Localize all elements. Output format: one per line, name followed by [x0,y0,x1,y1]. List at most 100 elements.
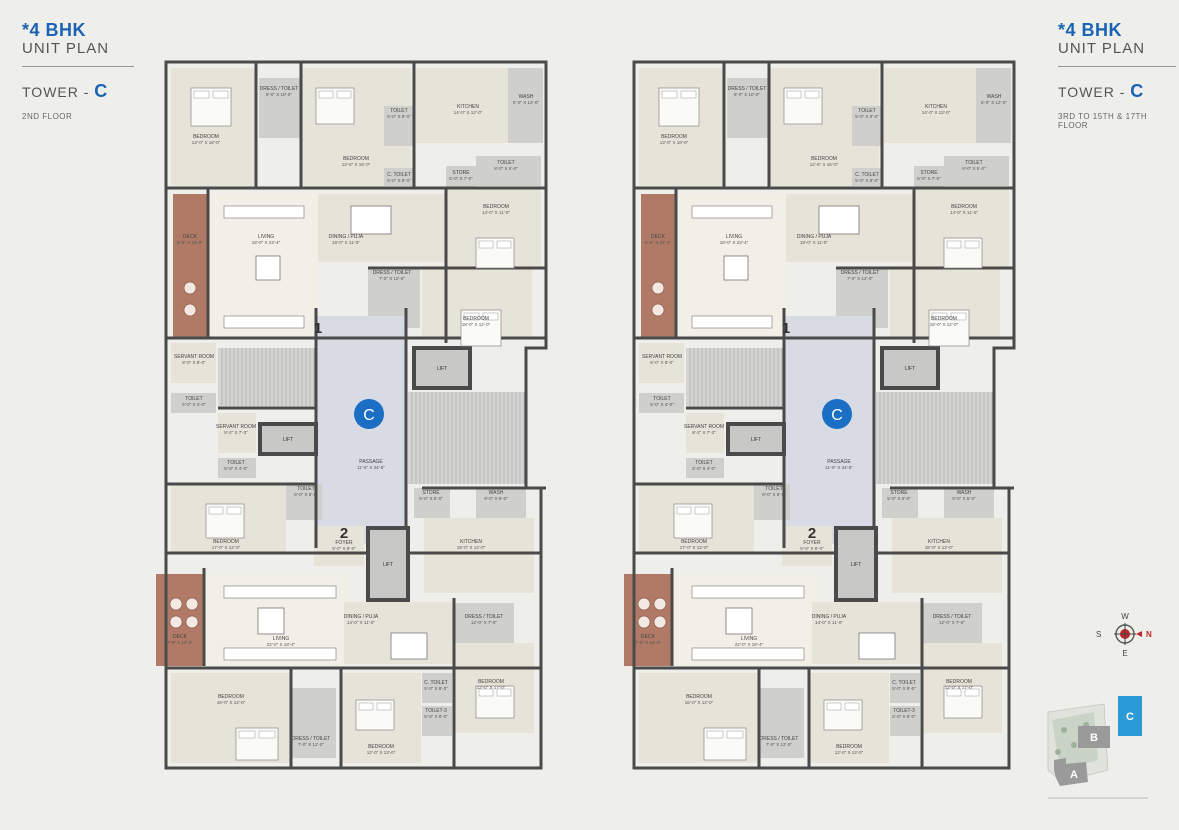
room-dimension: 7'-0" X 12'-0" [847,276,873,281]
room-dimension: 5'-0" X 9'-0" [855,114,879,119]
room-name: BEDROOM [681,539,707,545]
room-dimension: 5'-0" X 8'-0" [332,546,356,551]
room-area [882,488,918,518]
room-dimension: 7'-0" X 12'-0" [298,742,324,747]
room-name: STORE [890,490,908,496]
room-name: DRESS / TOILET [728,86,767,92]
pillow-icon [496,688,512,697]
lift-shaft [880,346,940,390]
room-name: TOILET [965,160,982,166]
room-area [291,688,336,758]
room-dimension: 18'-0" X 11'-0" [800,240,828,245]
room-name: C. TOILET [855,172,879,178]
pillow-icon [676,506,692,515]
room-name: TOILET [297,486,314,492]
sofa-icon [691,205,773,219]
pillow-icon [318,90,334,99]
room-name: LIVING [726,234,743,240]
room-area [641,194,676,339]
room-area [454,603,514,643]
plan-group [156,60,548,770]
room-dimension: 16'-0" X 12'-0" [217,700,246,705]
room-name: DECK [183,234,198,240]
deck-chair-icon [169,615,183,629]
floor-label: 2ND FLOOR [22,112,73,121]
header-divider [1058,66,1176,67]
lift-shaft [726,422,786,456]
room-area [508,68,543,143]
room-name: FOYER [335,540,353,546]
room-dimension: 22'-0" X 18'-4" [735,642,764,647]
room-area [890,706,920,736]
room-name: BEDROOM [193,134,219,140]
room-dimension: 14'-0" X 11'-0" [482,210,510,215]
room-area [314,526,364,566]
sofa-icon [223,205,305,219]
room-area [639,343,684,383]
lift-shaft [412,346,472,390]
pillow-icon [964,688,980,697]
room-dimension: 5'-0" X 5'-0" [419,496,443,501]
room-area [686,413,724,453]
room-dimension: 8'-0" X 5'-0" [962,166,986,171]
room-name: KITCHEN [928,539,950,545]
compass-w: W [1121,612,1129,621]
tower-label: TOWER - C [22,81,109,101]
compass: W E S N [1096,612,1152,658]
dining-table-icon [858,632,896,660]
staircase [876,392,994,484]
flat-number-2: 2 [808,525,816,542]
room-area [171,68,256,186]
room-dimension: 5'-0" X 8'-0" [892,714,916,719]
header-right: *4 BHK UNIT PLAN TOWER - C 3RD TO 15TH &… [1058,20,1176,130]
tower-b-block [1078,726,1110,748]
room-dimension: 8'-0" X 10'-0" [266,92,292,97]
room-name: PASSAGE [359,459,383,465]
room-name: DECK [651,234,666,240]
room-name: BEDROOM [483,204,509,210]
room-dimension: 18'-0" X 12'-0" [457,545,486,550]
room-name: TOILET [653,396,670,402]
deck-chair-icon [651,281,665,295]
room-dimension: 5'-0" X 4'-0" [650,402,674,407]
deck-chair-icon [183,281,197,295]
pillow-icon [226,506,242,515]
room-dimension: 5'-0" X 12'-0" [513,100,539,105]
room-dimension: 5'-0" X 8'-0" [424,714,448,719]
room-area [892,518,1002,593]
deck-chair-icon [185,615,199,629]
room-name: SERVANT ROOM [642,354,682,360]
dining-table-icon [818,205,860,235]
room-dimension: 8'-0" X 10'-0" [734,92,760,97]
room-area [922,603,982,643]
room-name: DINING / PUJA [797,234,832,240]
unit-plan-label: UNIT PLAN [1058,40,1146,57]
room-name: KITCHEN [457,104,479,110]
room-dimension: 14'-0" X 11'-0" [815,620,843,625]
deck-chair-icon [169,597,183,611]
pillow-icon [376,702,392,711]
rug-icon [257,607,285,635]
room-dimension: 18'-0" X 23'-4" [720,240,749,245]
room-dimension: 5'-0" X 7'-0" [449,176,473,181]
room-area [639,68,724,186]
rug-icon [255,255,281,281]
room-area [384,168,414,186]
room-dimension: 12'-0" X 13'-0" [835,750,864,755]
room-dimension: 12'-0" X 17'-0" [945,685,974,690]
pillow-icon [478,688,494,697]
lift-label: LIFT [751,437,761,443]
sofa-icon [691,585,805,599]
room-dimension: 5'-0" X 4'-0" [224,466,248,471]
pillow-icon [946,688,962,697]
pillow-icon [680,90,697,99]
room-name: SERVANT ROOM [216,424,256,430]
room-dimension: 18'-0" X 12'-0" [925,545,954,550]
room-dimension: 11'-6" X 34'-5" [825,465,853,470]
room-name: LIVING [258,234,275,240]
room-dimension: 18'-0" X 12'-0" [930,322,959,327]
deck-chair-icon [637,597,651,611]
room-name: TOILET [695,460,712,466]
room-name: SERVANT ROOM [174,354,214,360]
